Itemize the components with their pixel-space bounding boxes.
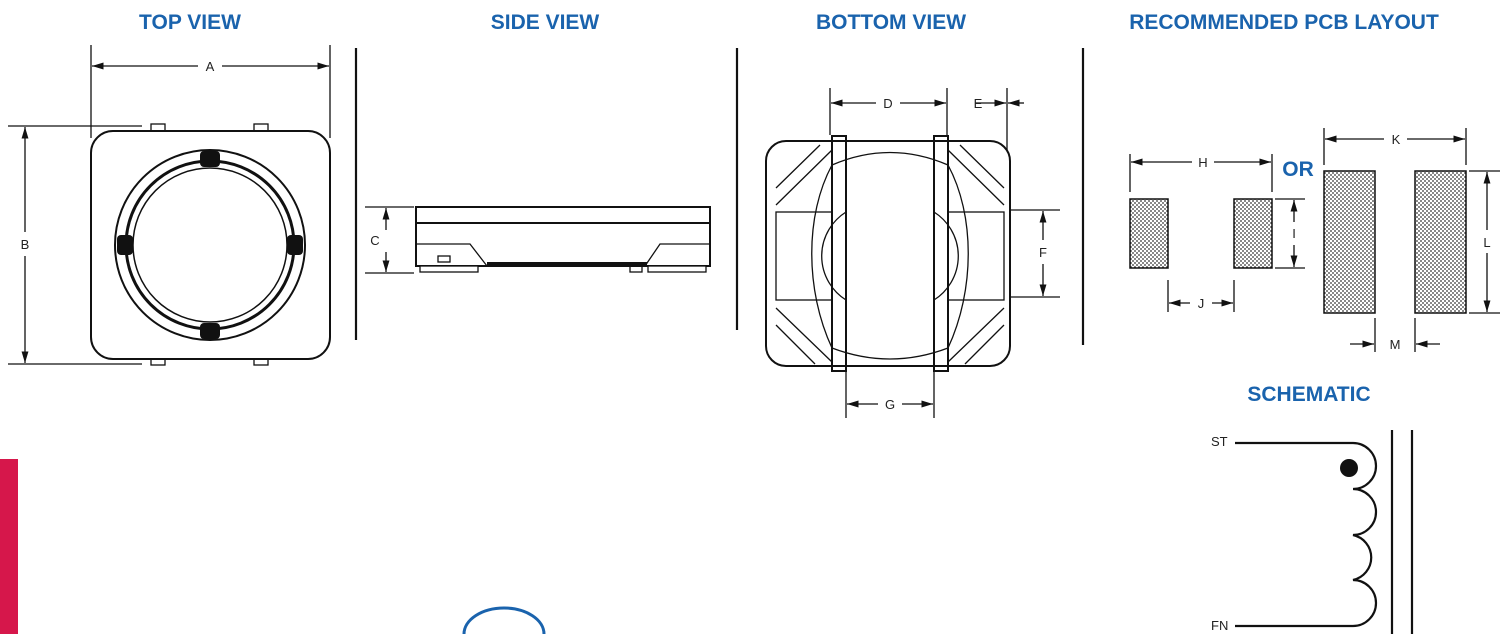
outer-ring bbox=[114, 149, 306, 341]
corner-chamfer bbox=[775, 144, 833, 365]
accent-bar bbox=[0, 459, 18, 634]
schematic: ST FN bbox=[1211, 430, 1414, 634]
coil-winding bbox=[1352, 441, 1378, 628]
pad bbox=[419, 265, 479, 273]
terminal-tab bbox=[150, 123, 166, 132]
schematic-heading: SCHEMATIC bbox=[1247, 383, 1370, 406]
core-arc bbox=[947, 164, 969, 349]
dimension-l-label: L bbox=[1483, 235, 1490, 250]
side-body bbox=[415, 222, 711, 267]
top-view-heading: TOP VIEW bbox=[139, 11, 241, 34]
dimension-b-label: B bbox=[21, 237, 30, 252]
terminal-tab bbox=[253, 123, 269, 132]
finish-terminal-label: FN bbox=[1211, 618, 1228, 633]
dimension-h-label: H bbox=[1198, 155, 1207, 170]
core-arc bbox=[831, 151, 949, 166]
terminal-tab bbox=[629, 265, 643, 273]
dimension-i-label: I bbox=[1292, 226, 1296, 241]
side-body-top bbox=[415, 206, 711, 224]
base-plate bbox=[487, 262, 647, 267]
winding-notch bbox=[117, 235, 133, 255]
terminal-tab bbox=[437, 255, 451, 263]
bottom-view: D E F G bbox=[765, 88, 1060, 418]
corner-chamfer bbox=[947, 144, 1005, 365]
side-view-heading: SIDE VIEW bbox=[491, 11, 600, 34]
logo-arc bbox=[462, 606, 546, 634]
pad-outline bbox=[775, 211, 833, 301]
small-pad bbox=[1233, 198, 1273, 269]
large-pad bbox=[1414, 170, 1467, 314]
side-view: C bbox=[365, 206, 711, 274]
bottom-view-heading: BOTTOM VIEW bbox=[816, 11, 966, 34]
dimension-e-label: E bbox=[974, 96, 983, 111]
polarity-dot bbox=[1340, 459, 1358, 477]
start-terminal-label: ST bbox=[1211, 434, 1228, 449]
terminal-outline bbox=[416, 243, 710, 267]
core-arc bbox=[831, 347, 949, 360]
winding-notch bbox=[287, 235, 303, 255]
winding-notch bbox=[200, 323, 220, 339]
core-arc bbox=[811, 164, 833, 349]
dimension-f-label: F bbox=[1039, 245, 1047, 260]
pcb-layout-heading: RECOMMENDED PCB LAYOUT bbox=[1129, 11, 1439, 34]
winding-notch bbox=[200, 151, 220, 167]
dimension-d-label: D bbox=[883, 96, 892, 111]
dimension-m-label: M bbox=[1390, 337, 1401, 352]
core-window bbox=[821, 211, 959, 301]
dimension-c-label: C bbox=[370, 233, 379, 248]
dimension-a-label: A bbox=[206, 59, 215, 74]
pad bbox=[647, 265, 707, 273]
top-view: A B bbox=[8, 45, 331, 366]
or-label: OR bbox=[1282, 158, 1314, 181]
pad-outline bbox=[947, 211, 1005, 301]
large-pad bbox=[1323, 170, 1376, 314]
dimension-g-label: G bbox=[885, 397, 895, 412]
small-pad bbox=[1129, 198, 1169, 269]
dimension-k-label: K bbox=[1392, 132, 1401, 147]
dimension-j-label: J bbox=[1198, 296, 1205, 311]
pcb-layout: H I J K L M bbox=[1129, 128, 1500, 352]
